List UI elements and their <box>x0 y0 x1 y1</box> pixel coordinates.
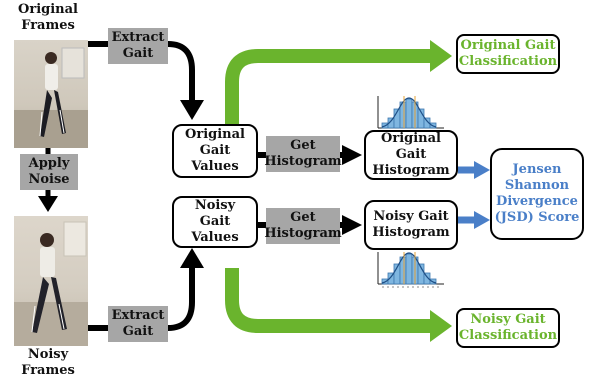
jsd-score-box: Jensen Shannon Divergence (JSD) Score <box>490 148 584 240</box>
noisy-gait-histogram-box: Noisy Gait Histogram <box>364 200 458 250</box>
green-arrowhead-top <box>430 40 452 72</box>
original-frames-photo <box>14 40 88 148</box>
arrowhead-histogram-bottom <box>342 215 362 235</box>
arrowhead-histogram-top <box>342 145 362 165</box>
arrow-extract-bottom <box>88 268 195 331</box>
arrowhead-jsd-bottom <box>474 211 490 229</box>
noisy-gait-classification-box: Noisy Gait Classification <box>456 308 560 348</box>
arrowhead-apply-noise <box>38 196 58 212</box>
original-gait-histogram-box: Original Gait Histogram <box>364 130 458 180</box>
green-arrowhead-bottom <box>430 310 452 342</box>
original-gait-classification-box: Original Gait Classification <box>456 34 560 74</box>
extract-gait-step-bottom: Extract Gait <box>108 306 168 342</box>
get-histogram-step-bottom: Get Histogram <box>264 208 342 244</box>
get-histogram-step-top: Get Histogram <box>264 136 342 172</box>
noisy-frames-label: Noisy Frames <box>21 347 75 378</box>
histogram-chart-icon <box>377 252 444 288</box>
apply-noise-step: Apply Noise <box>20 154 78 190</box>
walking-person-noisy <box>14 221 88 346</box>
histogram-chart-icon <box>377 96 444 129</box>
original-frames-label: Original Frames <box>18 2 78 33</box>
noisy-frames-photo <box>14 216 88 346</box>
noisy-gait-values-box: Noisy Gait Values <box>172 196 258 248</box>
arrow-extract-top <box>88 41 195 100</box>
arrowhead-extract-bottom <box>180 248 204 268</box>
arrowhead-jsd-top <box>474 161 490 179</box>
arrowhead-extract-top <box>180 100 204 120</box>
green-flow-bottom <box>225 268 432 333</box>
original-gait-values-box: Original Gait Values <box>172 124 258 178</box>
extract-gait-step-top: Extract Gait <box>108 28 168 64</box>
walking-person-original <box>14 47 88 148</box>
green-flow-top <box>225 49 432 140</box>
